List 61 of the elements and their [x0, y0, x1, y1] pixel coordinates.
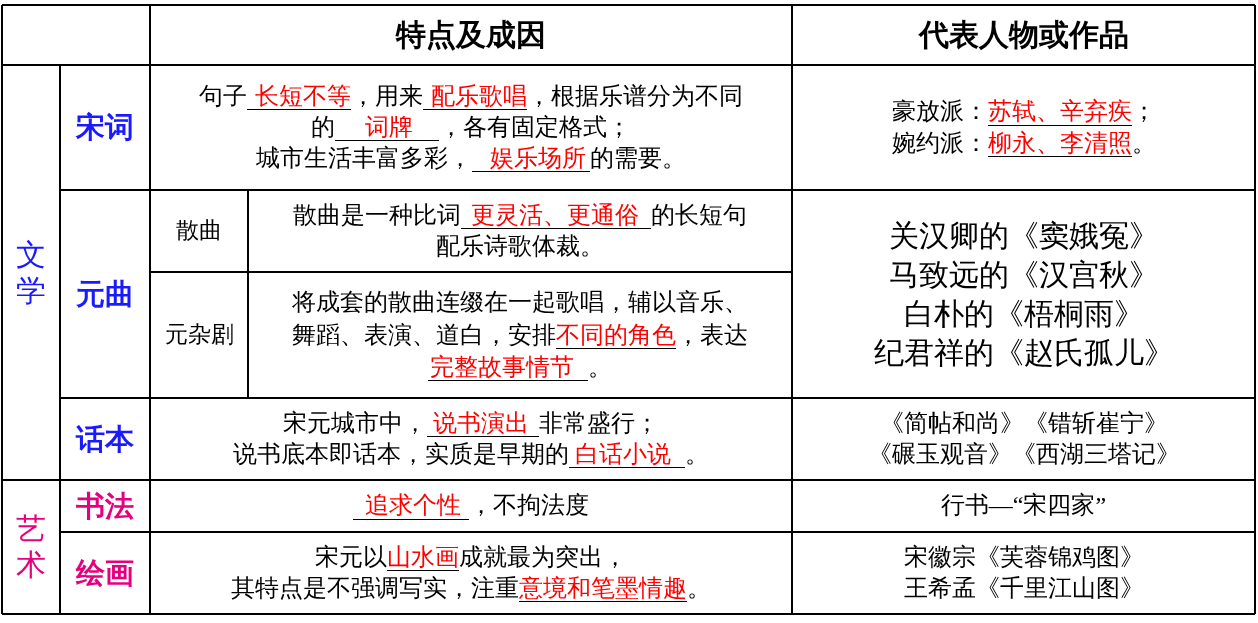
column-header: 特点及成因: [396, 18, 546, 51]
column-header: 代表人物或作品: [918, 18, 1129, 51]
fill-in-answer: 更灵活、更通俗: [461, 202, 651, 229]
category-label: 文学: [16, 236, 46, 309]
cell-text: 纪君祥的《赵氏孤儿》: [873, 336, 1174, 369]
cell-text: 城市生活丰富多彩，: [256, 145, 472, 172]
cell-text: ，不拘法度: [469, 492, 589, 519]
cell-text: 句子: [199, 82, 247, 109]
cell-text: 。: [687, 575, 711, 601]
cell-text: 婉约派：: [891, 129, 988, 156]
cell-text: 宋元城市中，: [283, 409, 427, 436]
fill-in-answer: 山水画: [387, 544, 459, 571]
cell-text: 。: [1131, 129, 1156, 156]
cell-text: 的: [311, 113, 335, 140]
cell-text: 白朴的《梧桐雨》: [903, 297, 1144, 330]
row-label: 书法: [76, 488, 134, 523]
cell-text: 关汉卿的《窦娥冤》: [888, 219, 1159, 252]
cell-text: 宋元以: [315, 543, 387, 570]
cell-text: 其特点是不强调写实，注重: [231, 575, 519, 601]
row-label: 元杂剧: [164, 322, 234, 348]
cell-text: 配乐诗歌体裁。: [436, 233, 604, 259]
cell-text: 舞蹈、表演、道白，安排: [292, 321, 556, 348]
cell-text: 的需要。: [590, 145, 686, 172]
cell-text: ，各有固定格式；: [439, 113, 631, 140]
cell-text: 成就最为突出，: [459, 543, 627, 570]
cell-text: 王希孟《千里江山图》: [903, 575, 1144, 601]
fill-in-answer: 柳永、李清照: [987, 130, 1132, 157]
fill-in-answer: 娱乐场所: [472, 146, 590, 173]
cell-text: 《碾玉观音》《西湖三塔记》: [867, 441, 1180, 467]
cell-text: 《简帖和尚》《错斩崔宁》: [879, 409, 1168, 436]
fill-in-answer: 完整故事情节: [428, 355, 588, 382]
cell-text: 散曲是一种比词: [293, 201, 461, 228]
cell-text: 将成套的散曲连缀在一起歌唱，辅以音乐、: [292, 289, 748, 316]
row-label: 话本: [76, 421, 134, 456]
fill-in-answer: 意境和笔墨情趣: [519, 576, 687, 603]
cell-text: ，表达: [676, 321, 748, 348]
cell-text: 宋徽宗《芙蓉锦鸡图》: [903, 543, 1144, 570]
cell-text: ，根据乐谱分为不同: [527, 82, 743, 109]
cell-text: ；: [1131, 98, 1156, 125]
cell-text: ，用来: [351, 82, 423, 109]
row-label: 宋词: [76, 110, 134, 145]
cell-text: 非常盛行；: [539, 409, 659, 436]
cell-text: 。: [588, 354, 612, 381]
fill-in-answer: 词牌: [335, 114, 439, 142]
row-label: 绘画: [76, 555, 134, 590]
fill-in-answer: 配乐歌唱: [423, 83, 527, 110]
fill-in-answer: 不同的角色: [556, 322, 676, 349]
fill-in-answer: 白话小说: [569, 442, 685, 469]
cell-text: 马致远的《汉宫秋》: [888, 258, 1159, 291]
cell-text: 行书—“宋四家”: [940, 492, 1107, 519]
cell-text: 豪放派：: [891, 98, 988, 125]
cell-text: 说书底本即话本，实质是早期的: [233, 441, 569, 467]
fill-in-answer: 长短不等: [247, 83, 351, 110]
cell-text: 。: [685, 441, 709, 467]
row-label: 散曲: [176, 218, 222, 244]
row-label: 元曲: [76, 276, 134, 311]
fill-in-answer: 说书演出: [427, 410, 539, 437]
fill-in-answer: 苏轼、辛弃疾: [987, 99, 1132, 126]
fill-in-answer: 追求个性: [353, 493, 469, 520]
cell-text: 的长短句: [651, 201, 747, 228]
category-label: 艺术: [16, 511, 46, 583]
